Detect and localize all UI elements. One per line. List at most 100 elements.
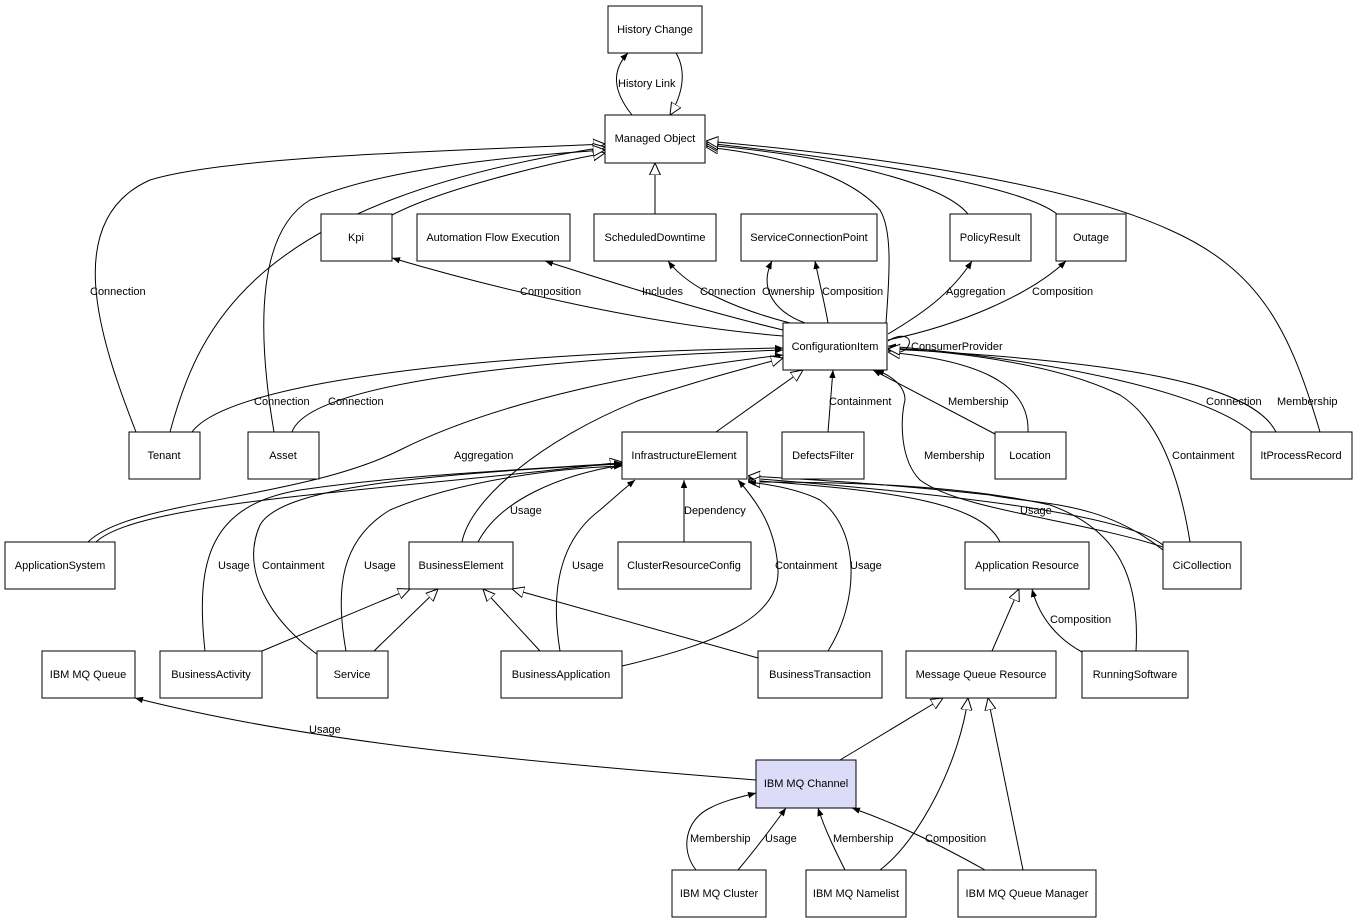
node-infrastructure-element[interactable]: InfrastructureElement — [621, 431, 748, 480]
edge-history-link-up — [615, 52, 633, 116]
node-it-process-record[interactable]: ItProcessRecord — [1250, 431, 1353, 480]
node-policy-result[interactable]: PolicyResult — [949, 213, 1032, 262]
node-label: IBM MQ Cluster — [680, 888, 759, 900]
edge-asset-inherit — [263, 150, 605, 433]
node-ibm-mq-queue[interactable]: IBM MQ Queue — [41, 650, 136, 699]
edge-mqcl-usage — [737, 807, 787, 871]
edge-itpr-inherit — [706, 141, 1321, 433]
edges — [87, 52, 1321, 871]
node-label: IBM MQ Namelist — [813, 888, 899, 900]
node-application-resource[interactable]: Application Resource — [964, 541, 1090, 590]
node-label: ApplicationSystem — [15, 560, 106, 572]
edge-itpr-conn — [887, 343, 1253, 433]
label-bt-usage: Usage — [850, 560, 882, 572]
edge-tenant-ci-conn — [191, 344, 784, 433]
edge-svc-be-inherit — [373, 589, 438, 652]
node-label: Asset — [269, 450, 297, 462]
node-label: BusinessElement — [419, 560, 504, 572]
node-label: ServiceConnectionPoint — [750, 232, 867, 244]
node-running-software[interactable]: RunningSoftware — [1081, 650, 1189, 699]
edge-mqnl-memb — [817, 807, 846, 871]
edge-svc-cont — [253, 461, 623, 656]
node-outage[interactable]: Outage — [1055, 213, 1127, 262]
edge-appsys-aggr — [87, 352, 784, 543]
node-label: InfrastructureElement — [631, 450, 736, 462]
label-history-link: History Link — [618, 78, 676, 90]
node-ibm-mq-channel[interactable]: IBM MQ Channel — [755, 759, 857, 809]
node-label: Kpi — [348, 232, 364, 244]
label-mqnamelist-membership: Membership — [833, 833, 894, 845]
edge-rs-comp — [1030, 588, 1083, 653]
node-service[interactable]: Service — [316, 650, 389, 699]
edge-scp-own — [765, 260, 806, 324]
edge-cic-memb — [875, 369, 1164, 548]
node-label: RunningSoftware — [1093, 669, 1177, 681]
edge-mqr-ar-inherit — [991, 589, 1019, 652]
edge-bapp-cont — [621, 479, 779, 667]
node-label: BusinessActivity — [171, 669, 251, 681]
label-appsys-aggregation: Aggregation — [454, 450, 513, 462]
label-pr-aggregation: Aggregation — [946, 286, 1005, 298]
edge-appsys-inherit — [95, 462, 622, 543]
label-scp-composition: Composition — [822, 286, 883, 298]
node-label: DefectsFilter — [792, 450, 854, 462]
node-ibm-mq-namelist[interactable]: IBM MQ Namelist — [805, 869, 907, 918]
node-history-change[interactable]: History Change — [607, 5, 703, 54]
node-label: Automation Flow Execution — [426, 232, 559, 244]
node-label: ConfigurationItem — [792, 341, 879, 353]
node-label: Managed Object — [615, 133, 696, 145]
label-bapp-usage: Usage — [572, 560, 604, 572]
node-message-queue-resource[interactable]: Message Queue Resource — [905, 650, 1057, 699]
node-kpi[interactable]: Kpi — [320, 213, 393, 262]
node-ci-collection[interactable]: CiCollection — [1162, 541, 1242, 590]
node-automation-flow-execution[interactable]: Automation Flow Execution — [416, 213, 571, 262]
node-label: Outage — [1073, 232, 1109, 244]
node-scheduled-downtime[interactable]: ScheduledDowntime — [593, 213, 717, 262]
node-tenant[interactable]: Tenant — [128, 431, 201, 480]
node-business-element[interactable]: BusinessElement — [408, 541, 514, 590]
node-label: History Change — [617, 24, 693, 36]
edge-sd-conn — [667, 260, 791, 324]
label-crc-dependency: Dependency — [684, 505, 746, 517]
edge-ba-be-inherit — [261, 589, 410, 652]
label-itpr-membership: Membership — [1277, 396, 1338, 408]
edge-svc-usage — [340, 463, 623, 652]
edge-rs-inherit — [748, 482, 1137, 652]
node-service-connection-point[interactable]: ServiceConnectionPoint — [740, 213, 878, 262]
node-label: IBM MQ Channel — [764, 778, 848, 790]
node-label: ScheduledDowntime — [605, 232, 706, 244]
node-asset[interactable]: Asset — [247, 431, 320, 480]
edge-tenant-mo-conn — [94, 144, 605, 433]
label-afe-includes: Includes — [642, 286, 683, 298]
node-cluster-resource-config[interactable]: ClusterResourceConfig — [617, 541, 752, 590]
node-ibm-mq-queue-manager[interactable]: IBM MQ Queue Manager — [957, 869, 1097, 918]
label-tenant-mo-connection: Connection — [90, 286, 146, 298]
node-defects-filter[interactable]: DefectsFilter — [781, 431, 865, 480]
label-service-containment: Containment — [262, 560, 324, 572]
node-label: ClusterResourceConfig — [627, 560, 741, 572]
label-asset-ci-connection: Connection — [328, 396, 384, 408]
edge-df-cont — [827, 369, 836, 433]
node-application-system[interactable]: ApplicationSystem — [4, 541, 116, 590]
node-label: PolicyResult — [960, 232, 1021, 244]
node-location[interactable]: Location — [994, 431, 1067, 480]
node-ibm-mq-cluster[interactable]: IBM MQ Cluster — [671, 869, 767, 918]
node-label: IBM MQ Queue Manager — [966, 888, 1089, 900]
edge-mqchan-mqr-inherit — [839, 698, 943, 761]
node-label: Message Queue Resource — [916, 669, 1047, 681]
edge-ar-inherit — [748, 480, 1001, 543]
edge-mqchan-queue-usage — [134, 696, 757, 781]
node-configuration-item[interactable]: ConfigurationItem — [782, 322, 888, 371]
node-business-activity[interactable]: BusinessActivity — [159, 650, 263, 699]
edge-be-ci — [461, 358, 783, 543]
node-business-application[interactable]: BusinessApplication — [500, 650, 623, 699]
node-managed-object[interactable]: Managed Object — [604, 114, 706, 164]
node-business-transaction[interactable]: BusinessTransaction — [757, 650, 883, 699]
label-mqchannel-queue-usage: Usage — [309, 724, 341, 736]
node-label: Application Resource — [975, 560, 1079, 572]
edge-pr-inherit — [706, 145, 969, 215]
edge-bapp-usage — [555, 479, 636, 652]
label-df-containment: Containment — [829, 396, 891, 408]
label-outage-composition: Composition — [1032, 286, 1093, 298]
label-be-usage: Usage — [510, 505, 542, 517]
